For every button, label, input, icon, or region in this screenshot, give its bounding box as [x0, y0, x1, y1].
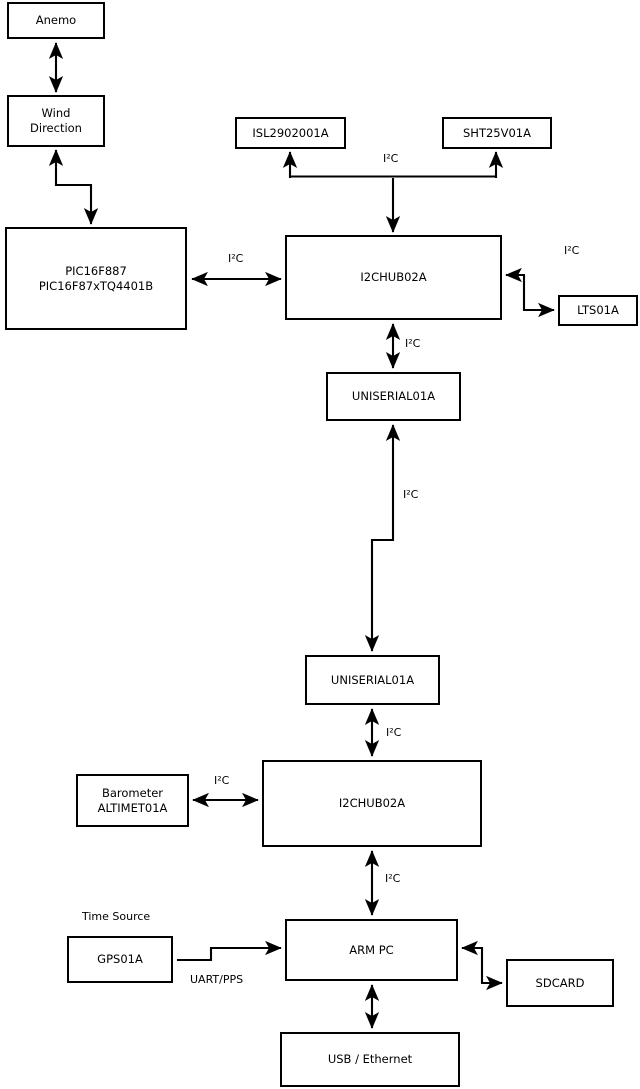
node-wind-direction-label-line1: Wind [41, 106, 71, 121]
node-usb-ethernet-label: USB / Ethernet [327, 1052, 413, 1067]
node-i2chub02a-bottom[interactable]: I2CHUB02A [262, 760, 482, 847]
edge-label-uniserial-to-hub-bottom: I²C [386, 726, 402, 739]
node-isl2902001a-label: ISL2902001A [252, 125, 329, 140]
node-i2chub02a-top-label: I2CHUB02A [360, 270, 427, 285]
edge-label-uniserial-link: I²C [403, 488, 419, 501]
node-anemo-label: Anemo [35, 13, 77, 28]
edge-label-gps-to-armpc: UART/PPS [190, 973, 244, 986]
node-usb-ethernet[interactable]: USB / Ethernet [280, 1032, 460, 1087]
node-i2chub02a-bottom-label: I2CHUB02A [338, 796, 406, 811]
edge-label-hub-to-lts: I²C [564, 244, 580, 257]
node-i2chub02a-top[interactable]: I2CHUB02A [285, 235, 502, 320]
node-arm-pc[interactable]: ARM PC [285, 919, 458, 981]
node-barometer-label-line1: Barometer [101, 785, 164, 800]
node-barometer-label-line2: ALTIMET01A [97, 800, 168, 815]
wire-pic-winddirection [48, 149, 99, 225]
node-anemo[interactable]: Anemo [7, 2, 105, 39]
node-gps01a[interactable]: GPS01A [67, 936, 173, 983]
node-pic-label-line2: PIC16F87xTQ4401B [38, 278, 154, 293]
wire-armpc-sdcard [461, 940, 503, 991]
node-uniserial01a-top-label: UNISERIAL01A [351, 389, 436, 404]
node-lts01a-label: LTS01A [577, 303, 619, 318]
wire-gps-armpc [177, 940, 282, 962]
wire-hubtop-lts [505, 267, 555, 318]
node-pic-microcontroller[interactable]: PIC16F887 PIC16F87xTQ4401B [5, 227, 187, 330]
edge-label-barometer-to-hub: I²C [214, 774, 230, 787]
node-wind-direction[interactable]: Wind Direction [7, 95, 105, 147]
node-wind-direction-label-line2: Direction [30, 121, 82, 135]
node-barometer-altimet01a[interactable]: Barometer ALTIMET01A [76, 774, 189, 827]
node-sdcard-label: SDCARD [535, 975, 585, 990]
node-arm-pc-label: ARM PC [349, 942, 394, 957]
label-time-source: Time Source [82, 910, 151, 923]
node-uniserial01a-top[interactable]: UNISERIAL01A [326, 372, 461, 421]
wire-uniserial-link [364, 424, 401, 652]
node-uniserial01a-bottom[interactable]: UNISERIAL01A [305, 655, 440, 705]
node-lts01a[interactable]: LTS01A [558, 295, 638, 326]
node-sht25v01a-label: SHT25V01A [463, 125, 531, 140]
edge-label-hub-to-sensors: I²C [383, 152, 399, 165]
node-sdcard[interactable]: SDCARD [506, 959, 614, 1007]
node-uniserial01a-bottom-label: UNISERIAL01A [330, 672, 415, 687]
node-gps01a-label: GPS01A [97, 952, 143, 967]
edge-label-hub-to-uniserial: I²C [405, 337, 421, 350]
edge-label-pic-to-hub: I²C [228, 252, 244, 265]
edge-label-hub-to-armpc: I²C [385, 872, 401, 885]
node-isl2902001a[interactable]: ISL2902001A [235, 117, 346, 149]
node-sht25v01a[interactable]: SHT25V01A [442, 117, 552, 149]
node-pic-label-line1: PIC16F887 [65, 263, 127, 278]
